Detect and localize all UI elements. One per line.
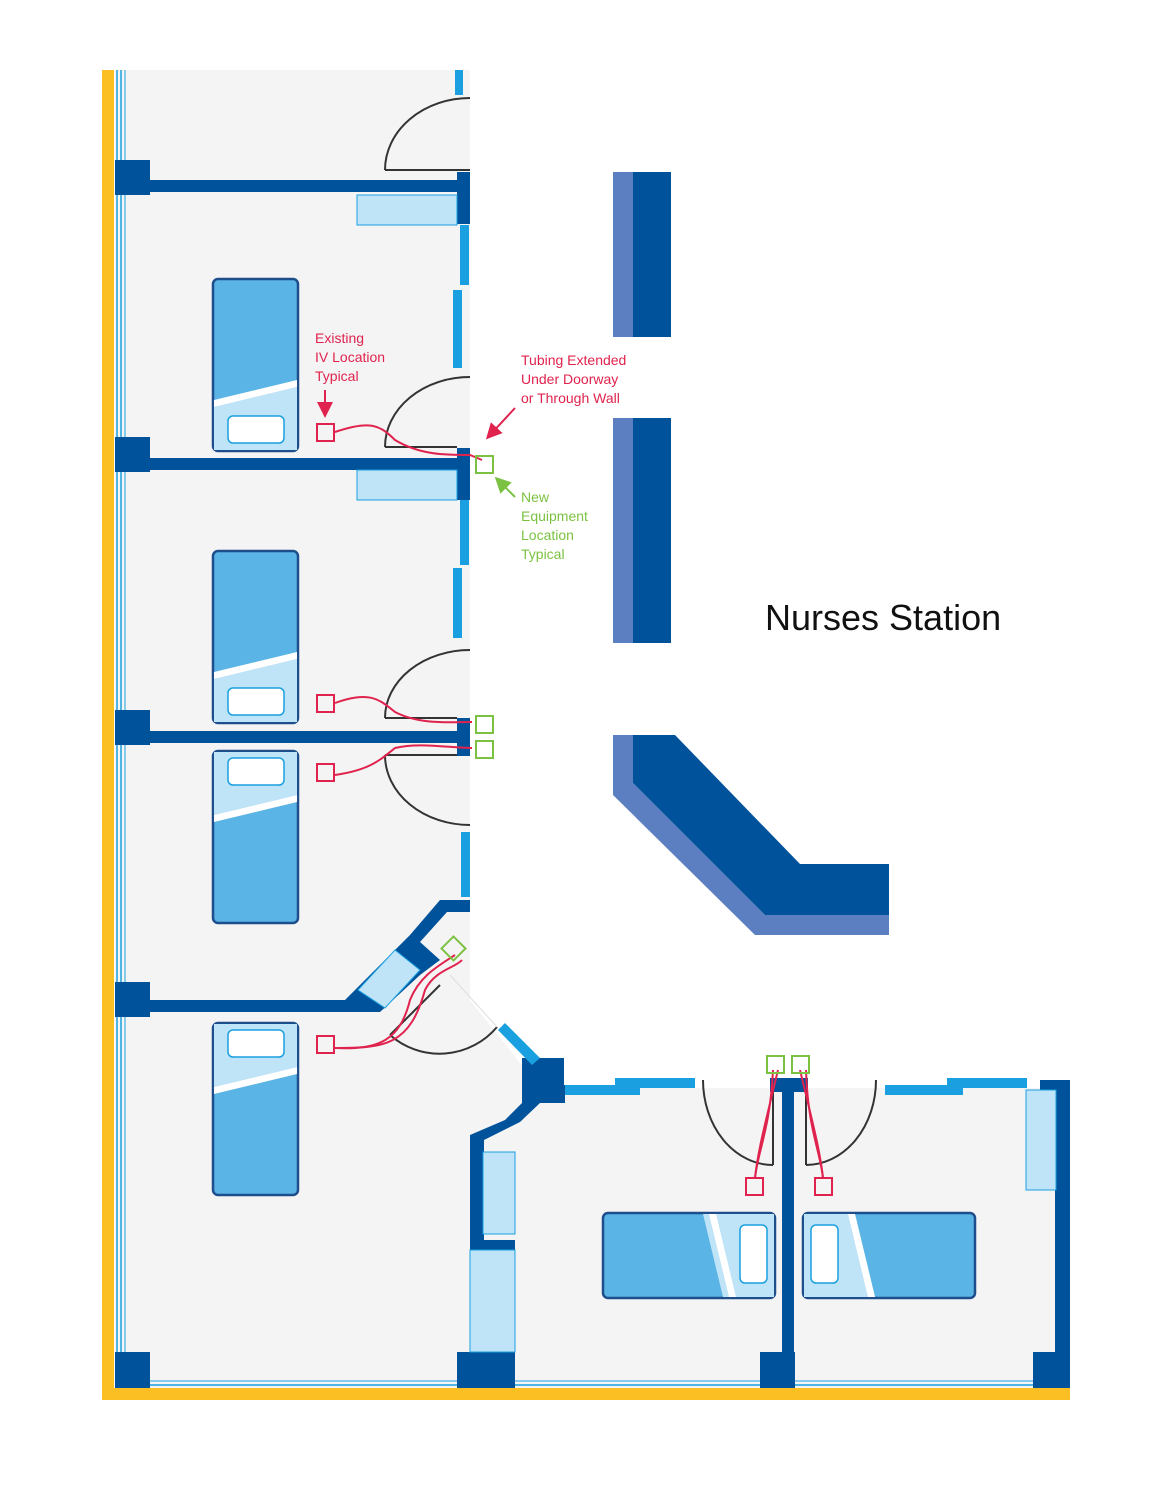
glass-panels (356, 70, 1057, 1353)
door-swing-icon (384, 97, 471, 171)
new-equipment-marker-icon (766, 1055, 785, 1074)
existing-iv-marker-icon (316, 1035, 335, 1054)
bed-icon (801, 1211, 977, 1300)
bed-icon (211, 1021, 300, 1197)
existing-iv-markers (316, 423, 833, 1196)
door-swing-icon (384, 754, 471, 826)
nurses-station-label: Nurses Station (765, 597, 1001, 638)
arrow-icon (485, 407, 516, 440)
new-equipment-marker-icon (475, 715, 494, 734)
existing-iv-marker-icon (316, 763, 335, 782)
bed-icon (601, 1211, 777, 1300)
bed-icon (211, 277, 300, 453)
existing-iv-marker-icon (745, 1177, 764, 1196)
iv-tubing (334, 424, 824, 1179)
annotation-arrows (317, 390, 516, 498)
new-equipment-marker-icon (475, 740, 494, 759)
beds (211, 277, 977, 1300)
new-equipment-marker-icon (440, 935, 467, 962)
door-swing-icon (702, 1079, 774, 1166)
new-equipment-marker-icon (475, 455, 494, 474)
bed-icon (211, 549, 300, 725)
existing-iv-label: Existing IV Location Typical (315, 330, 389, 384)
new-equipment-marker-icon (791, 1055, 810, 1074)
existing-iv-marker-icon (316, 694, 335, 713)
new-equipment-label: New Equipment Location Typical (521, 489, 592, 562)
tubing-label: Tubing Extended Under Doorway or Through… (521, 352, 630, 406)
existing-iv-marker-icon (814, 1177, 833, 1196)
arrow-icon (494, 476, 516, 498)
bed-icon (211, 749, 300, 925)
nurses-station-counters (613, 172, 889, 935)
new-equipment-markers (440, 455, 810, 1074)
door-swing-icon (384, 649, 471, 719)
existing-iv-marker-icon (316, 423, 335, 442)
annotations: Existing IV Location Typical Tubing Exte… (315, 330, 1001, 638)
